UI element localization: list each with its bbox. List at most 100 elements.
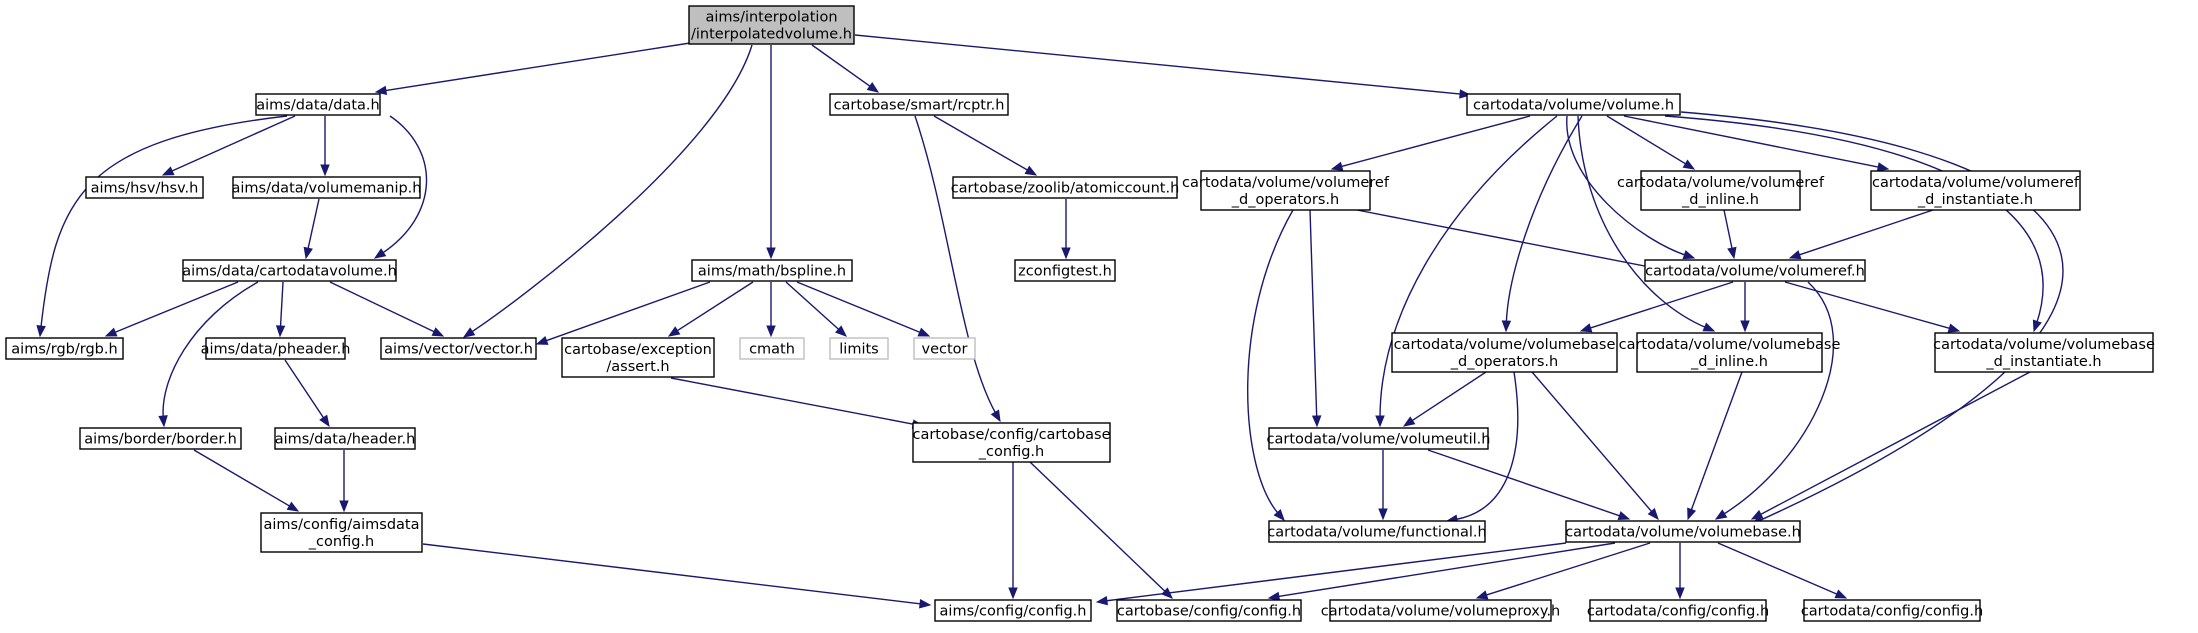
node-n30[interactable]: cartodata/volume/volumeutil.h bbox=[1267, 427, 1491, 450]
node-box[interactable] bbox=[1268, 520, 1486, 543]
node-n11[interactable]: aims/data/header.h bbox=[274, 427, 416, 450]
node-box[interactable] bbox=[1565, 520, 1801, 543]
edge-arrowhead bbox=[275, 325, 286, 338]
node-n16[interactable]: zconfigtest.h bbox=[1014, 259, 1116, 282]
edge-n32-n22 bbox=[1267, 542, 1616, 602]
node-box[interactable] bbox=[1640, 170, 1801, 211]
node-box[interactable] bbox=[913, 337, 976, 360]
node-box[interactable] bbox=[205, 337, 346, 360]
node-n27[interactable]: cartodata/volume/volumebase_d_operators.… bbox=[1391, 332, 1618, 373]
node-n23[interactable]: cartodata/volume/volumeref_d_operators.h bbox=[1182, 170, 1390, 211]
node-box[interactable] bbox=[1329, 599, 1552, 622]
edge-line bbox=[470, 44, 753, 334]
node-n25[interactable]: cartodata/volume/volumeref_d_instantiate… bbox=[1870, 170, 2081, 211]
node-n22[interactable]: cartobase/config/config.h bbox=[1116, 599, 1302, 622]
node-label: cartodata/config/config.h bbox=[1587, 604, 1769, 620]
edge-n0-n1 bbox=[374, 42, 691, 96]
node-n1[interactable]: aims/data/data.h bbox=[255, 93, 381, 116]
node-n3[interactable]: cartobase/smart/rcptr.h bbox=[829, 93, 1009, 116]
node-label: cartobase/smart/rcptr.h bbox=[834, 98, 1005, 114]
edge-line bbox=[193, 449, 292, 508]
node-n5[interactable]: cartodata/volume/volume.h bbox=[1466, 93, 1681, 116]
node-box[interactable] bbox=[1014, 259, 1116, 282]
node-n34[interactable]: cartodata/config/config.h bbox=[1587, 599, 1769, 622]
node-n12[interactable]: aims/border/border.h bbox=[79, 427, 242, 450]
node-box[interactable] bbox=[232, 176, 421, 199]
edge-line bbox=[675, 281, 754, 333]
node-box[interactable] bbox=[1466, 93, 1681, 116]
node-n21[interactable]: cartobase/config/cartobase_config.h bbox=[912, 422, 1111, 463]
node-box[interactable] bbox=[934, 599, 1092, 622]
node-box[interactable] bbox=[5, 337, 124, 360]
node-box[interactable] bbox=[912, 422, 1111, 463]
node-n26[interactable]: cartodata/volume/volumeref.h bbox=[1644, 259, 1866, 282]
edge-n11-n13 bbox=[339, 450, 349, 513]
edge-arrowhead bbox=[1475, 590, 1489, 600]
node-n32[interactable]: cartodata/volume/volumebase.h bbox=[1565, 520, 1801, 543]
edge-n7-n8 bbox=[303, 198, 320, 260]
node-box[interactable] bbox=[739, 337, 805, 360]
node-label: cartodata/volume/volumeproxy.h bbox=[1321, 604, 1560, 620]
node-n9[interactable]: aims/rgb/rgb.h bbox=[5, 337, 124, 360]
edge-arrowhead bbox=[535, 336, 549, 345]
node-n8[interactable]: aims/data/cartodatavolume.h bbox=[182, 259, 397, 282]
node-box[interactable] bbox=[79, 427, 242, 450]
node-box[interactable] bbox=[561, 337, 715, 378]
node-n29[interactable]: cartodata/volume/volumebase_d_instantiat… bbox=[1933, 332, 2155, 373]
edge-arrowhead bbox=[161, 166, 175, 176]
node-n35[interactable]: cartodata/config/config.h bbox=[1801, 599, 1983, 622]
node-box[interactable] bbox=[829, 93, 1009, 116]
node-box[interactable] bbox=[85, 176, 204, 199]
edge-line bbox=[1247, 209, 1294, 515]
node-n24[interactable]: cartodata/volume/volumeref_d_inline.h bbox=[1617, 170, 1825, 211]
node-box[interactable] bbox=[688, 5, 855, 45]
edge-n4-n19 bbox=[785, 281, 848, 337]
node-box[interactable] bbox=[255, 93, 381, 116]
node-box[interactable] bbox=[1636, 332, 1823, 373]
node-box[interactable] bbox=[380, 337, 537, 360]
edge-line bbox=[1722, 281, 1835, 516]
node-box[interactable] bbox=[829, 337, 889, 360]
node-label: cartodata/config/config.h bbox=[1801, 604, 1983, 620]
node-n0[interactable]: aims/interpolation/interpolatedvolume.h bbox=[688, 5, 855, 45]
node-n10[interactable]: aims/data/pheader.h bbox=[201, 337, 351, 360]
node-box[interactable] bbox=[182, 259, 397, 282]
node-box[interactable] bbox=[691, 259, 853, 282]
node-n28[interactable]: cartodata/volume/volumebase_d_inline.h bbox=[1619, 332, 1841, 373]
node-box[interactable] bbox=[1391, 332, 1618, 373]
node-box[interactable] bbox=[1934, 332, 2154, 373]
node-n17[interactable]: cartobase/exception/assert.h bbox=[561, 337, 715, 378]
node-box[interactable] bbox=[274, 427, 416, 450]
edge-line bbox=[1379, 115, 1558, 419]
node-box[interactable] bbox=[1803, 599, 1981, 622]
node-n19[interactable]: limits bbox=[829, 337, 889, 360]
node-n20[interactable]: vector bbox=[913, 337, 976, 360]
node-box[interactable] bbox=[1589, 599, 1767, 622]
node-box[interactable] bbox=[952, 176, 1178, 199]
node-n7[interactable]: aims/data/volumemanip.h bbox=[232, 176, 422, 199]
edge-arrowhead bbox=[919, 599, 932, 609]
node-label: _d_operators.h bbox=[1450, 354, 1558, 370]
node-n31[interactable]: cartodata/volume/functional.h bbox=[1267, 520, 1487, 543]
node-n33[interactable]: cartodata/volume/volumeproxy.h bbox=[1321, 599, 1560, 622]
node-n6[interactable]: aims/hsv/hsv.h bbox=[85, 176, 204, 199]
node-box[interactable] bbox=[1116, 599, 1302, 622]
node-box[interactable] bbox=[260, 512, 423, 553]
node-label: cartodata/volume/volumebase bbox=[1619, 337, 1841, 353]
node-box[interactable] bbox=[1870, 170, 2081, 211]
edge-arrowhead bbox=[1682, 159, 1696, 170]
node-box[interactable] bbox=[1268, 427, 1489, 450]
node-n2[interactable]: aims/vector/vector.h bbox=[380, 337, 537, 360]
node-label: cartodata/volume/functional.h bbox=[1267, 525, 1486, 541]
node-label: aims/rgb/rgb.h bbox=[11, 342, 117, 358]
edge-line bbox=[1690, 371, 1743, 512]
edge-n8-n2 bbox=[329, 281, 445, 337]
node-n4[interactable]: aims/math/bspline.h bbox=[691, 259, 853, 282]
node-n14[interactable]: aims/config/config.h bbox=[934, 599, 1092, 622]
node-n15[interactable]: cartobase/zoolib/atomiccount.h bbox=[951, 176, 1180, 199]
node-box[interactable] bbox=[1644, 259, 1866, 282]
edge-arrowhead bbox=[1024, 165, 1038, 176]
node-box[interactable] bbox=[1200, 170, 1371, 211]
node-n18[interactable]: cmath bbox=[739, 337, 805, 360]
node-n13[interactable]: aims/config/aimsdata_config.h bbox=[260, 512, 423, 553]
